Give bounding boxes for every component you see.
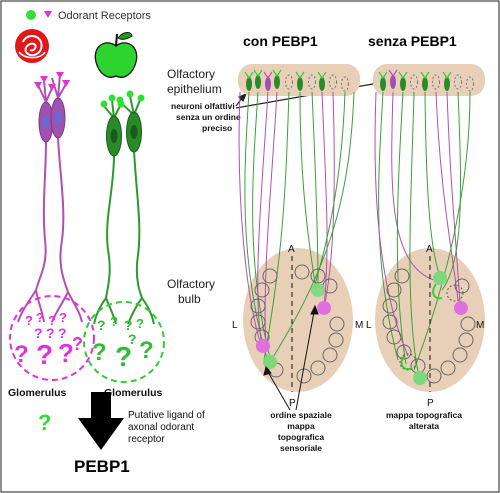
svg-text:?: ? [97, 317, 106, 333]
spatial-note-line1: ordine spaziale [270, 410, 332, 420]
axon-bundle-without [374, 91, 471, 373]
spatial-note-line4: sensoriale [280, 443, 322, 453]
legend-magenta-triangle [44, 11, 52, 18]
neurons-note-line2: senza un ordine [176, 112, 241, 122]
svg-text:?: ? [14, 341, 29, 368]
empty-glomerulus-without [446, 284, 464, 302]
green-glomerulus [83, 301, 165, 383]
axon-bundle-with [238, 91, 355, 363]
ligand-question-mark: ? [38, 410, 51, 435]
axis-P-with: P [289, 398, 296, 409]
axis-P-without: P [427, 398, 434, 409]
svg-text:?: ? [128, 331, 137, 347]
ligand-label-line2: axonal odorant [128, 422, 194, 433]
svg-text:?: ? [124, 317, 133, 333]
title-without-pebp1: senza PEBP1 [368, 33, 457, 49]
magenta-receptors [34, 72, 70, 91]
svg-text:?: ? [34, 325, 43, 341]
legend-green-dot [26, 10, 36, 20]
epithelium-cells-without [378, 69, 474, 92]
panel-with-pebp1: A P L M ordine spaziale mappa topografic… [232, 64, 363, 453]
green-mistarget-without [432, 283, 443, 300]
ligand-label-line1: Putative ligand of [128, 410, 205, 421]
altered-note-line2: alterata [409, 421, 440, 431]
green-question-marks: ? ? ? ? ? ? ? ? [92, 314, 154, 372]
epithelium-label-line1: Olfactory [167, 67, 215, 81]
svg-text:?: ? [48, 313, 56, 328]
axis-A-with: A [288, 244, 295, 255]
green-glomerulus-without-bottom [413, 371, 427, 385]
ligand-label-line3: receptor [128, 434, 165, 445]
svg-text:?: ? [58, 338, 74, 368]
neurons-note-line1: neuroni olfattivi [171, 101, 235, 111]
olfactory-bulb-with [243, 248, 353, 392]
glomerulus-label-left: Glomerulus [8, 387, 67, 399]
axis-A-without: A [426, 244, 433, 255]
magenta-glomerulus-with-left [256, 339, 270, 353]
green-glomerulus-with-top [311, 283, 325, 297]
svg-text:?: ? [136, 316, 144, 331]
green-glomerulus-without-top [433, 271, 447, 285]
spatial-order-arrows [263, 304, 319, 411]
rose-icon [15, 29, 49, 63]
spatial-note-line3: topografica [278, 432, 325, 442]
magenta-question-marks: ? ? ? ? ? ? ? ? ? ? ? [14, 310, 83, 370]
green-neuron-nucleus-2 [130, 125, 138, 139]
neurons-note-line3: preciso [202, 123, 232, 133]
magenta-neuron-nucleus-1 [42, 115, 50, 129]
svg-text:?: ? [46, 325, 55, 341]
svg-text:?: ? [110, 314, 118, 329]
axis-M-without: M [476, 320, 484, 331]
panel-without-pebp1: A P L M mappa topografica alterata [366, 64, 485, 431]
magenta-neurons [17, 73, 83, 323]
down-arrow-icon [78, 392, 124, 450]
magenta-glomerulus-with-right [317, 301, 331, 315]
altered-note-line1: mappa topografica [386, 410, 462, 420]
magenta-neuron-nucleus-2 [54, 111, 62, 125]
legend-label: Odorant Receptors [58, 10, 151, 22]
spatial-note-line2: mappa [287, 421, 315, 431]
svg-text:?: ? [72, 334, 83, 354]
axis-L-without: L [366, 320, 372, 331]
axis-L-with: L [232, 320, 238, 331]
green-glomerulus-with-bottom [263, 355, 277, 369]
svg-text:?: ? [25, 313, 33, 328]
glomerulus-label-right: Glomerulus [104, 387, 163, 399]
magenta-glomerulus-without-right [454, 301, 468, 315]
svg-text:?: ? [36, 339, 53, 370]
epithelium-label-line2: epithelium [167, 82, 222, 96]
svg-text:?: ? [58, 325, 67, 341]
epithelium-cells-with [244, 69, 349, 92]
svg-text:?: ? [139, 337, 154, 364]
bulb-label-line2: bulb [178, 292, 201, 306]
epithelium-strip-without [373, 64, 485, 96]
svg-text:?: ? [92, 339, 107, 366]
title-with-pebp1: con PEBP1 [243, 33, 318, 49]
apple-icon [94, 32, 138, 78]
axis-M-with: M [355, 320, 363, 331]
bulb-label-line1: Olfactory [167, 277, 215, 291]
svg-text:?: ? [36, 310, 44, 325]
svg-text:?: ? [115, 341, 132, 372]
svg-text:?: ? [59, 310, 67, 325]
legend: Odorant Receptors [26, 10, 151, 22]
pebp1-label: PEBP1 [74, 457, 130, 476]
green-mistarget-without-left [400, 355, 413, 370]
magenta-glomerulus [9, 295, 95, 381]
green-receptors [100, 90, 145, 108]
green-neuron-nucleus-1 [110, 129, 118, 143]
